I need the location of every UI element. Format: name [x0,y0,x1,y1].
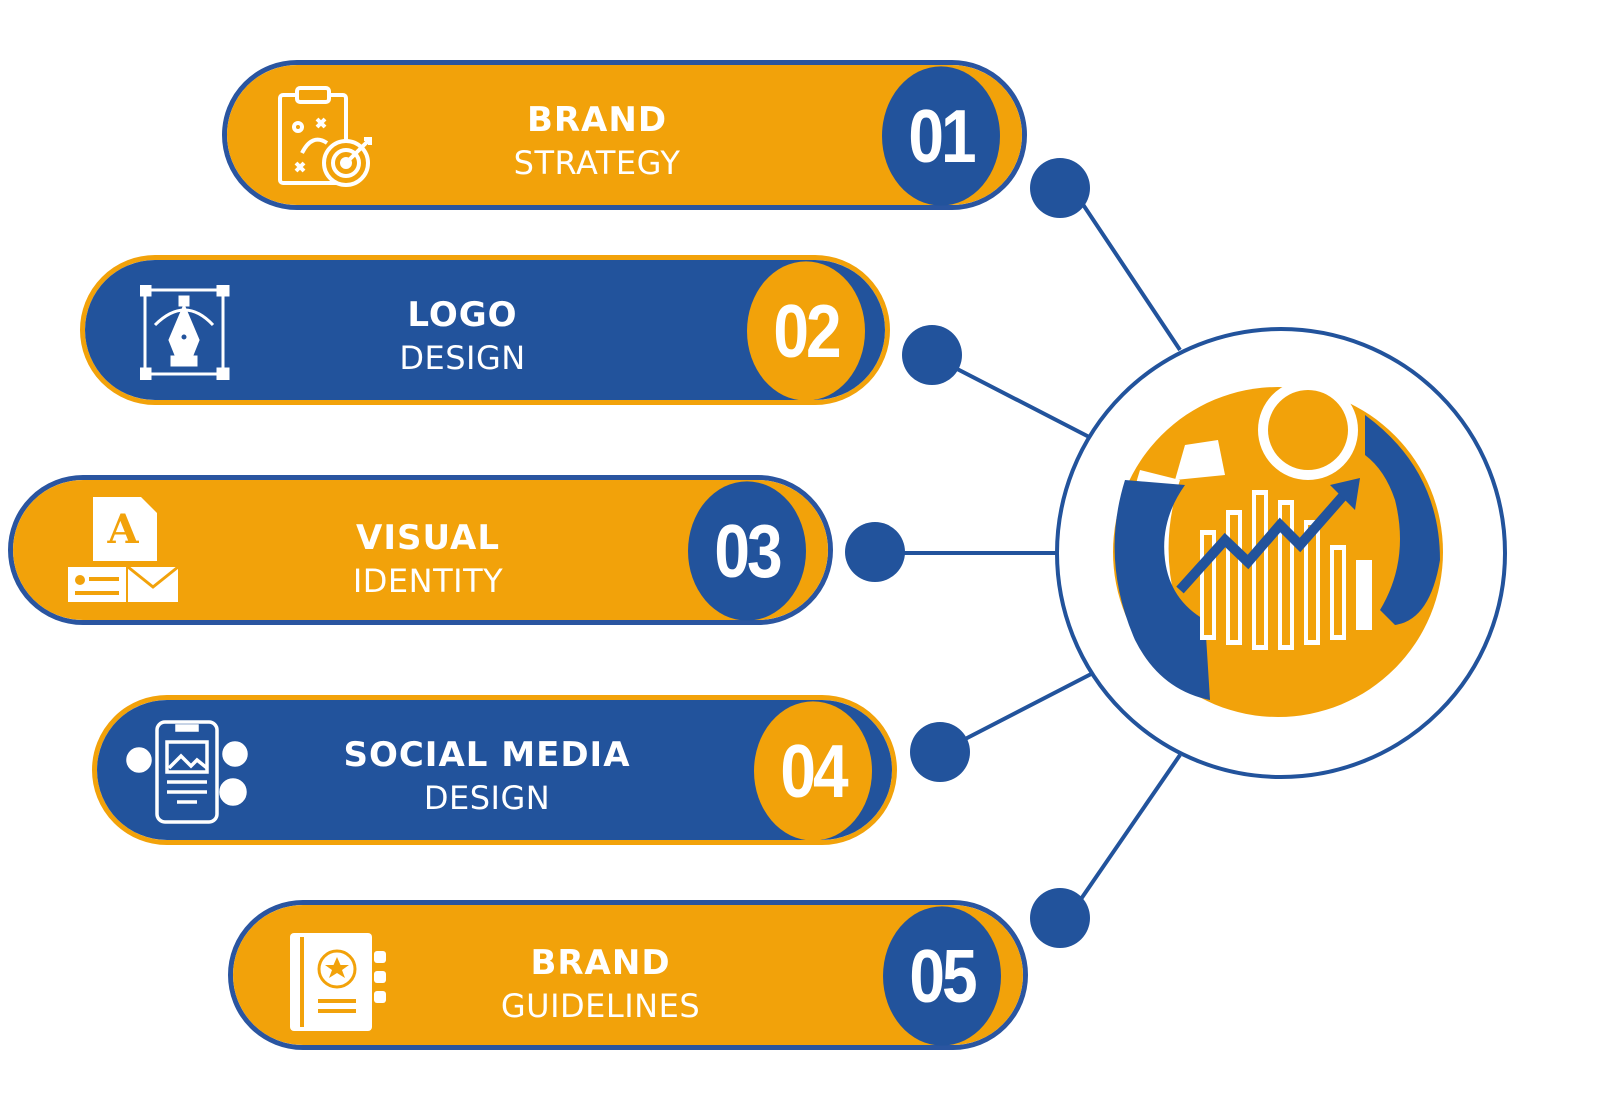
step-02-subtitle: DESIGN [399,339,526,377]
step-03-card: A VISUAL IDENTITY 03 [8,475,833,625]
connector-dot-01 [1030,158,1090,218]
connector-line-05 [1068,753,1182,917]
connector-dot-05 [1030,888,1090,948]
step-03-number-badge: 03 [688,481,806,621]
step-04-number-badge: 04 [754,701,872,841]
step-04-subtitle: DESIGN [423,779,551,817]
step-04-title: SOCIAL MEDIA [343,735,631,775]
step-01-card: BRAND STRATEGY 01 [222,60,1027,210]
smartphone-social-icon [125,718,255,828]
growth-chart-cycle-icon [1113,380,1443,717]
pen-tool-vector-icon [140,285,230,380]
typography-card-envelope-icon: A [65,495,180,605]
strategy-clipboard-target-icon [272,83,382,193]
step-02-title: LOGO [407,295,518,335]
guidelines-book-icon [288,933,388,1033]
step-05-subtitle: GUIDELINES [500,987,701,1025]
step-01-title: BRAND [526,100,668,140]
step-04-card: SOCIAL MEDIA DESIGN 04 [92,695,897,845]
step-01-subtitle: STRATEGY [513,144,681,182]
svg-text:A: A [106,506,139,553]
step-02-card: LOGO DESIGN 02 [80,255,890,405]
step-05-number-badge: 05 [883,906,1001,1046]
step-02-number-badge: 02 [747,261,865,401]
step-05-title: BRAND [530,943,671,983]
connector-dot-04 [910,722,970,782]
connector-dot-02 [902,325,962,385]
step-01-number-badge: 01 [882,66,1000,206]
connector-line-01 [1068,183,1182,352]
connector-dot-03 [845,522,905,582]
step-03-title: VISUAL [356,518,500,558]
step-05-card: BRAND GUIDELINES 05 [228,900,1028,1050]
step-03-subtitle: IDENTITY [352,562,504,600]
